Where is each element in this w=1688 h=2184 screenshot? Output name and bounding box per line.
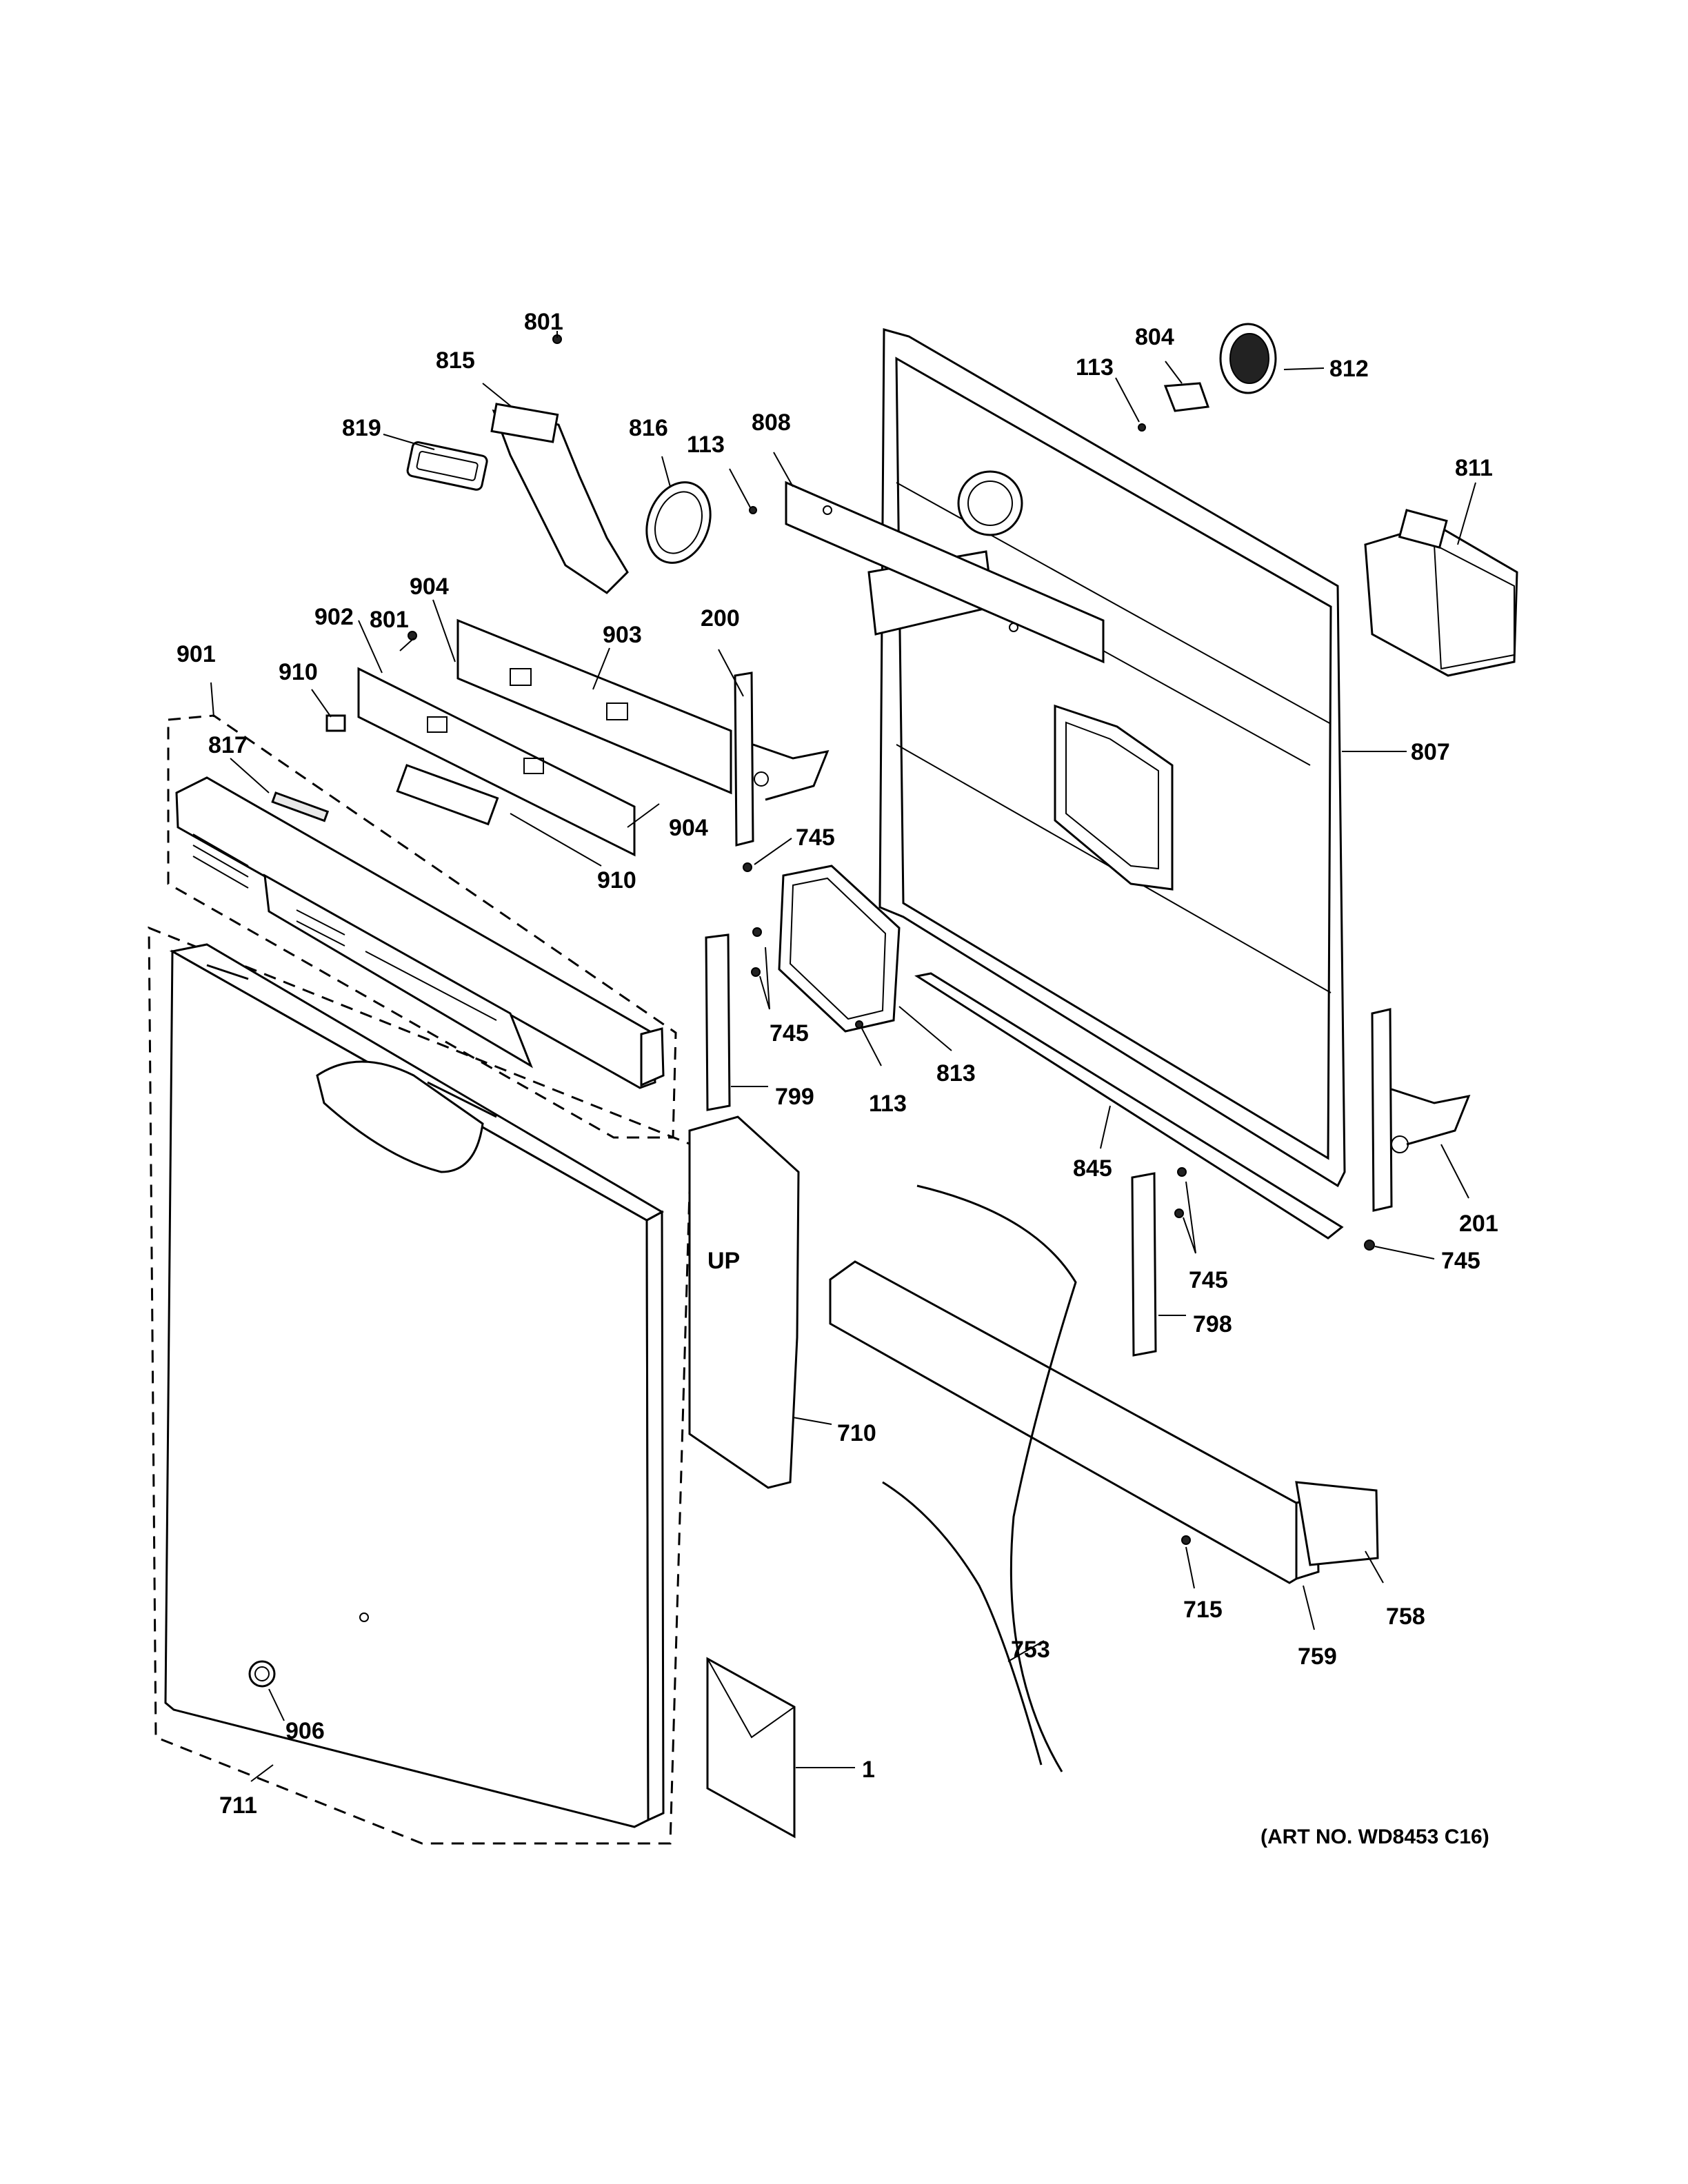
label-753: 753	[1011, 1637, 1050, 1663]
user-interface-board-902	[357, 667, 636, 857]
hinge-201	[1371, 1008, 1471, 1212]
label-813: 813	[936, 1060, 976, 1086]
label-811: 811	[1455, 455, 1493, 481]
inner-door-liner	[867, 328, 1346, 1188]
label-902: 902	[314, 604, 354, 630]
label-745-d: 745	[1189, 1267, 1228, 1293]
toe-kick-759	[829, 1260, 1320, 1584]
harness-753	[882, 1184, 1077, 1772]
label-759: 759	[1298, 1644, 1337, 1670]
label-758: 758	[1386, 1604, 1425, 1630]
counterweight-710: UP	[688, 1115, 800, 1489]
vent-assembly	[406, 403, 712, 594]
label-745-c: 745	[1441, 1248, 1480, 1274]
label-845: 845	[1073, 1155, 1112, 1182]
bottom-seal-845	[914, 972, 1344, 1240]
label-715: 715	[1183, 1597, 1223, 1623]
label-812: 812	[1329, 356, 1369, 382]
label-804: 804	[1135, 324, 1174, 350]
label-904-bottom: 904	[669, 815, 708, 841]
label-201: 201	[1459, 1211, 1498, 1237]
button-910	[325, 714, 346, 732]
art-number: (ART NO. WD8453 C16)	[1260, 1826, 1489, 1848]
label-113-b: 113	[1076, 354, 1114, 381]
control-board-903	[456, 618, 732, 795]
label-808: 808	[752, 410, 791, 436]
label-113-a: 113	[687, 432, 725, 458]
label-807: 807	[1411, 739, 1450, 765]
label-816: 816	[629, 415, 668, 441]
label-910-bottom: 910	[597, 867, 636, 893]
hinge-bracket-808	[785, 481, 1105, 664]
label-910-top: 910	[279, 659, 318, 685]
label-815: 815	[436, 347, 475, 374]
label-799: 799	[775, 1084, 814, 1110]
leader-lines	[210, 331, 1476, 1782]
hinge-200	[734, 671, 830, 847]
toe-kick-758	[1295, 1481, 1379, 1566]
label-903: 903	[603, 622, 642, 648]
label-819: 819	[342, 415, 381, 441]
part-labels: 801 815 816 819 113 808 804 812 113 811 …	[177, 309, 1498, 1848]
label-113-c: 113	[869, 1091, 907, 1117]
label-801-top: 801	[524, 309, 563, 335]
label-745-b: 745	[770, 1020, 809, 1046]
label-906: 906	[285, 1718, 325, 1744]
label-745-a: 745	[796, 825, 835, 851]
bracket-799	[705, 933, 731, 1111]
literature-envelope	[706, 1657, 796, 1839]
svg-text:UP: UP	[707, 1248, 740, 1274]
label-798: 798	[1193, 1311, 1232, 1337]
vent-wheel-icon	[1219, 323, 1277, 394]
ge-logo-icon	[248, 1660, 276, 1688]
label-901: 901	[177, 641, 216, 667]
outer-door-panel	[148, 926, 692, 1845]
label-200: 200	[701, 605, 740, 631]
label-1: 1	[862, 1757, 875, 1783]
label-710: 710	[837, 1420, 876, 1446]
label-904-top: 904	[410, 574, 449, 600]
up-label: UP	[707, 1248, 740, 1274]
label-711: 711	[219, 1792, 257, 1819]
label-801-mid: 801	[370, 607, 409, 633]
bracket-798	[1131, 1172, 1157, 1357]
label-817: 817	[208, 732, 248, 758]
screw-icons	[408, 334, 1375, 1545]
button-assembly-910	[396, 764, 499, 826]
actuator-811	[1364, 509, 1518, 677]
clip-804	[1163, 382, 1210, 412]
gasket-813	[778, 865, 901, 1033]
